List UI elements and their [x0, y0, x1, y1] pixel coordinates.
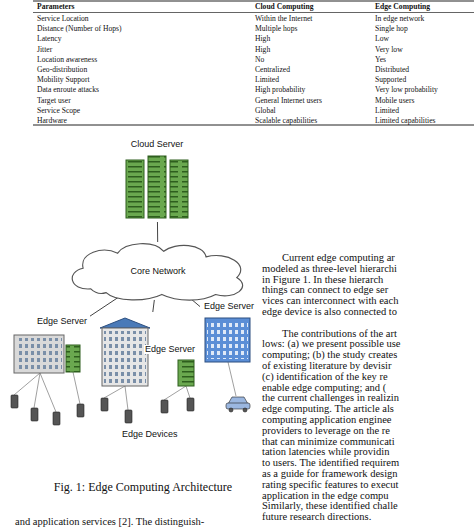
edge-server: Edge Server — [200, 300, 260, 364]
body-text-line: modeled as three-level hierarchi — [262, 264, 397, 275]
body-text-line: enable edge computing; and ( — [262, 383, 386, 394]
table-cell: General Internet users — [255, 97, 322, 105]
edge-building-right — [205, 318, 250, 362]
body-text-line: to users. The identified requirem — [262, 458, 399, 469]
body-text-line: lows: (a) we present possible use — [262, 339, 401, 350]
table-cell: Mobile users — [375, 97, 414, 105]
edge-server: Edge Server — [6, 314, 90, 374]
table-cell: Yes — [375, 56, 386, 64]
node-label: Cloud Server — [130, 140, 185, 149]
table-cell: Location awareness — [37, 56, 97, 64]
table-cell: Jitter — [37, 46, 52, 54]
table-header: Parameters — [37, 3, 75, 11]
table-cell: Global — [255, 107, 276, 115]
network-link — [90, 297, 118, 316]
table-cell: Centralized — [255, 66, 290, 74]
node-label: Edge Server — [36, 317, 88, 326]
body-text-line: providers to leverage on the re — [262, 426, 390, 437]
network-link — [153, 300, 155, 312]
table-header: Cloud Computing — [255, 3, 313, 11]
body-text-line: future research directions. — [262, 512, 371, 523]
figure-label: Edge Devices — [122, 430, 178, 439]
node-label: Core Network — [129, 267, 186, 276]
table-cell: In edge network — [375, 15, 424, 23]
table-cell: Latency — [37, 35, 61, 43]
table-cell: Data enroute attacks — [37, 86, 99, 94]
body-text-line: as a guide for framework design — [262, 469, 398, 480]
body-text-line: The contributions of the art — [282, 329, 397, 340]
body-text-line: computing application enginee — [262, 415, 391, 426]
link-line — [90, 297, 118, 316]
node-label: Edge Server — [203, 302, 255, 311]
body-text-line: tation latencies while providin — [262, 447, 389, 458]
figure-caption: Fig. 1: Edge Computing Architecture — [30, 481, 256, 493]
body-text-line: the current challenges in realizin — [262, 393, 399, 404]
table-cell: Within the Internet — [255, 15, 312, 23]
body-text-line: Current edge computing ar — [282, 253, 395, 264]
table-cell: Mobility Support — [37, 76, 90, 84]
table-cell: Limited — [375, 107, 399, 115]
table-cell: Hardware — [37, 117, 67, 125]
cloud-server: Cloud Server — [112, 138, 202, 222]
cloud-server-icon — [126, 156, 188, 218]
link-line — [153, 300, 155, 312]
body-text-line: vices can interconnect with each — [262, 296, 398, 307]
table-cell: Geo-distribution — [37, 66, 87, 74]
body-text-line: rating specific features to execut — [262, 480, 398, 491]
table-cell: High probability — [255, 86, 305, 94]
table-cell: Target user — [37, 97, 71, 105]
body-text-line: (c) identification of the key re — [262, 372, 388, 383]
table-cell: Single hop — [375, 25, 408, 33]
table-cell: Very low probability — [375, 86, 438, 94]
table-cell: Supported — [375, 76, 406, 84]
table-cell: Distributed — [375, 66, 409, 74]
core-network-cloud: Core Network — [62, 240, 254, 302]
body-text-line: of existing literature by devisir — [262, 361, 391, 372]
body-text-line: that can minimize communicati — [262, 437, 395, 448]
edge-server: Edge Server — [98, 312, 198, 388]
node-label: Edge Server — [144, 345, 196, 354]
body-text-line: edge device is also connected to — [262, 307, 397, 318]
edge-building-left — [14, 335, 80, 373]
table-cell: Service Scope — [37, 107, 80, 115]
table-cell: High — [255, 46, 270, 54]
table-cell: Limited — [255, 76, 279, 84]
table-cell: Service Location — [37, 15, 89, 23]
table-cell: Scalable capabilities — [255, 117, 317, 125]
table-rules — [33, 1, 474, 125]
body-text-line: application in the edge compu — [262, 491, 389, 502]
edge-devices-icons — [11, 395, 250, 425]
table-cell: Limited capabilities — [375, 117, 436, 125]
body-text-line: and application services [2]. The distin… — [15, 517, 204, 528]
body-text-line: Similarly, these identified challe — [262, 501, 398, 512]
link-line — [157, 222, 158, 242]
body-text-line: things can connect to edge ser — [262, 285, 388, 296]
body-text-line: in Figure 1. In these hierarch — [262, 275, 383, 286]
table-cell: Distance (Number of Hops) — [37, 25, 122, 33]
network-link — [157, 222, 158, 242]
table-cell: High — [255, 35, 270, 43]
body-text-line: edge computing. The article als — [262, 404, 394, 415]
table-cell: No — [255, 56, 264, 64]
table-cell: Low — [375, 35, 389, 43]
table-cell: Multiple hops — [255, 25, 297, 33]
table-header: Edge Computing — [375, 3, 430, 11]
body-text-line: computing; (b) the study creates — [262, 350, 397, 361]
table-cell: Very low — [375, 46, 403, 54]
